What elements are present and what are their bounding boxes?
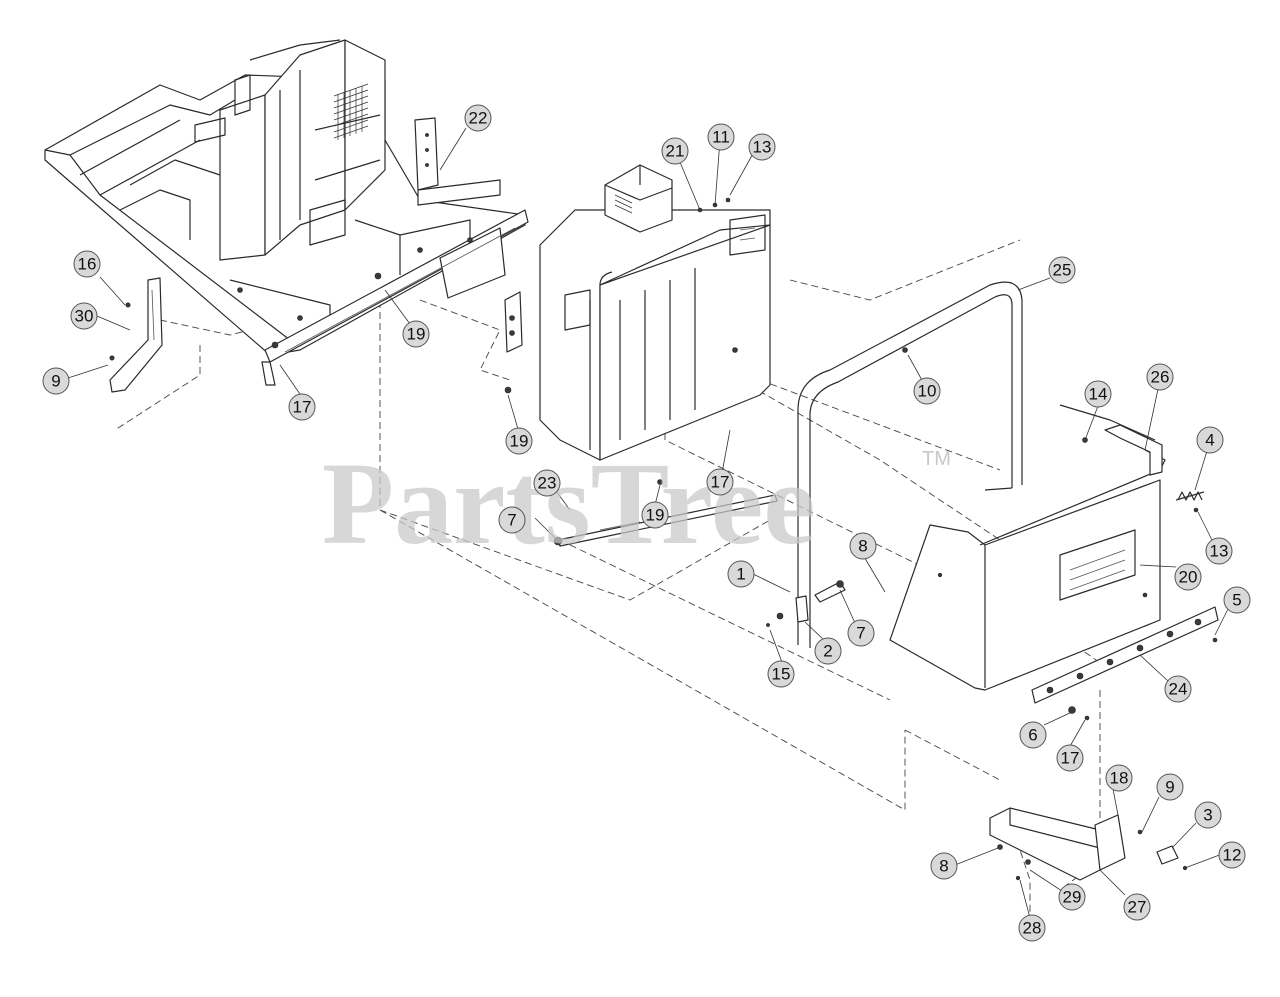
svg-text:11: 11 [712, 128, 730, 147]
callout-1: 1 [727, 560, 755, 588]
svg-text:1: 1 [736, 565, 745, 584]
callout-18: 18 [1105, 764, 1133, 792]
callout-10: 10 [913, 377, 941, 405]
callout-3: 3 [1194, 801, 1222, 829]
svg-text:2: 2 [823, 642, 832, 661]
svg-text:30: 30 [75, 307, 94, 326]
svg-text:28: 28 [1023, 919, 1042, 938]
callout-2: 2 [814, 637, 842, 665]
callout-21: 21 [661, 137, 689, 165]
watermark: PartsTree TM [322, 438, 951, 569]
chassis-frame [44, 39, 529, 386]
callout-25: 25 [1048, 256, 1076, 284]
callout-20: 20 [1174, 563, 1202, 591]
svg-text:9: 9 [1165, 778, 1174, 797]
svg-text:19: 19 [646, 506, 665, 525]
callout-6: 6 [1019, 721, 1047, 749]
svg-text:15: 15 [772, 665, 791, 684]
callout-28: 28 [1018, 914, 1046, 942]
svg-text:8: 8 [939, 857, 948, 876]
callouts: 1 2 3 4 5 6 7 7 8 8 9 9 10 11 12 13 13 1… [42, 104, 1251, 942]
svg-text:9: 9 [51, 372, 60, 391]
callout-22: 22 [464, 104, 492, 132]
watermark-text: PartsTree [322, 438, 816, 569]
tank-box [504, 164, 771, 461]
svg-text:19: 19 [407, 325, 426, 344]
svg-text:10: 10 [918, 382, 937, 401]
bracket-part-22 [414, 117, 501, 206]
svg-text:20: 20 [1179, 568, 1198, 587]
vent-grille [333, 83, 369, 140]
svg-text:16: 16 [78, 255, 97, 274]
svg-text:25: 25 [1053, 261, 1072, 280]
svg-text:26: 26 [1151, 368, 1170, 387]
spring-part-4 [1175, 491, 1205, 513]
rail-part-24 [1031, 606, 1219, 721]
callout-30: 30 [70, 302, 98, 330]
svg-text:8: 8 [858, 537, 867, 556]
callout-19: 19 [402, 320, 430, 348]
svg-text:19: 19 [510, 432, 529, 451]
svg-text:17: 17 [711, 473, 730, 492]
callout-12: 12 [1218, 841, 1246, 869]
callout-5: 5 [1223, 586, 1251, 614]
callout-13: 13 [748, 133, 776, 161]
callout-19: 19 [641, 501, 669, 529]
svg-text:29: 29 [1063, 888, 1082, 907]
svg-text:24: 24 [1169, 680, 1188, 699]
svg-text:3: 3 [1203, 806, 1212, 825]
svg-text:18: 18 [1110, 769, 1129, 788]
bracket-part-27 [989, 807, 1188, 881]
svg-text:6: 6 [1028, 726, 1037, 745]
leader-lines [67, 127, 1229, 919]
callout-17: 17 [706, 468, 734, 496]
bracket-part-30 [109, 277, 163, 393]
callout-9: 9 [42, 367, 70, 395]
watermark-trademark: TM [922, 448, 951, 470]
svg-text:27: 27 [1128, 898, 1147, 917]
callout-7: 7 [847, 619, 875, 647]
svg-text:7: 7 [856, 624, 865, 643]
rod-part-23 [553, 479, 778, 547]
pivot-hardware [766, 580, 846, 627]
callout-11: 11 [707, 123, 735, 151]
svg-text:17: 17 [293, 398, 312, 417]
svg-text:7: 7 [507, 511, 516, 530]
callout-15: 15 [767, 660, 795, 688]
svg-text:23: 23 [538, 474, 557, 493]
svg-text:12: 12 [1223, 846, 1242, 865]
callout-29: 29 [1058, 883, 1086, 911]
roll-bar-part-25 [797, 281, 1023, 648]
callout-24: 24 [1164, 675, 1192, 703]
callout-7: 7 [498, 506, 526, 534]
callout-14: 14 [1084, 380, 1112, 408]
callout-9: 9 [1156, 773, 1184, 801]
callout-23: 23 [533, 469, 561, 497]
svg-text:5: 5 [1232, 591, 1241, 610]
svg-text:17: 17 [1061, 749, 1080, 768]
callout-16: 16 [73, 250, 101, 278]
svg-text:13: 13 [753, 138, 772, 157]
callout-8: 8 [849, 532, 877, 560]
svg-text:4: 4 [1205, 431, 1214, 450]
callout-13: 13 [1205, 537, 1233, 565]
callout-4: 4 [1196, 426, 1224, 454]
callout-17: 17 [288, 393, 316, 421]
callout-19: 19 [505, 427, 533, 455]
svg-text:14: 14 [1089, 385, 1108, 404]
callout-26: 26 [1146, 363, 1174, 391]
svg-text:13: 13 [1210, 542, 1229, 561]
front-panel [889, 404, 1166, 691]
callout-27: 27 [1123, 893, 1151, 921]
svg-text:21: 21 [666, 142, 685, 161]
callout-8: 8 [930, 852, 958, 880]
callout-17: 17 [1056, 744, 1084, 772]
svg-text:22: 22 [469, 109, 488, 128]
